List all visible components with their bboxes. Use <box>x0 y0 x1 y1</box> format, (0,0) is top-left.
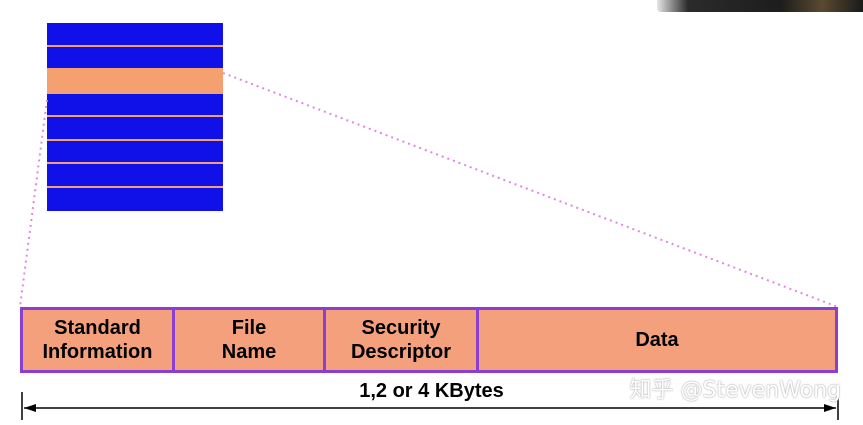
watermark: 知乎 @StevenWong <box>630 372 841 404</box>
dim-arrowhead-left <box>24 404 36 412</box>
dim-arrowhead-right <box>824 404 836 412</box>
